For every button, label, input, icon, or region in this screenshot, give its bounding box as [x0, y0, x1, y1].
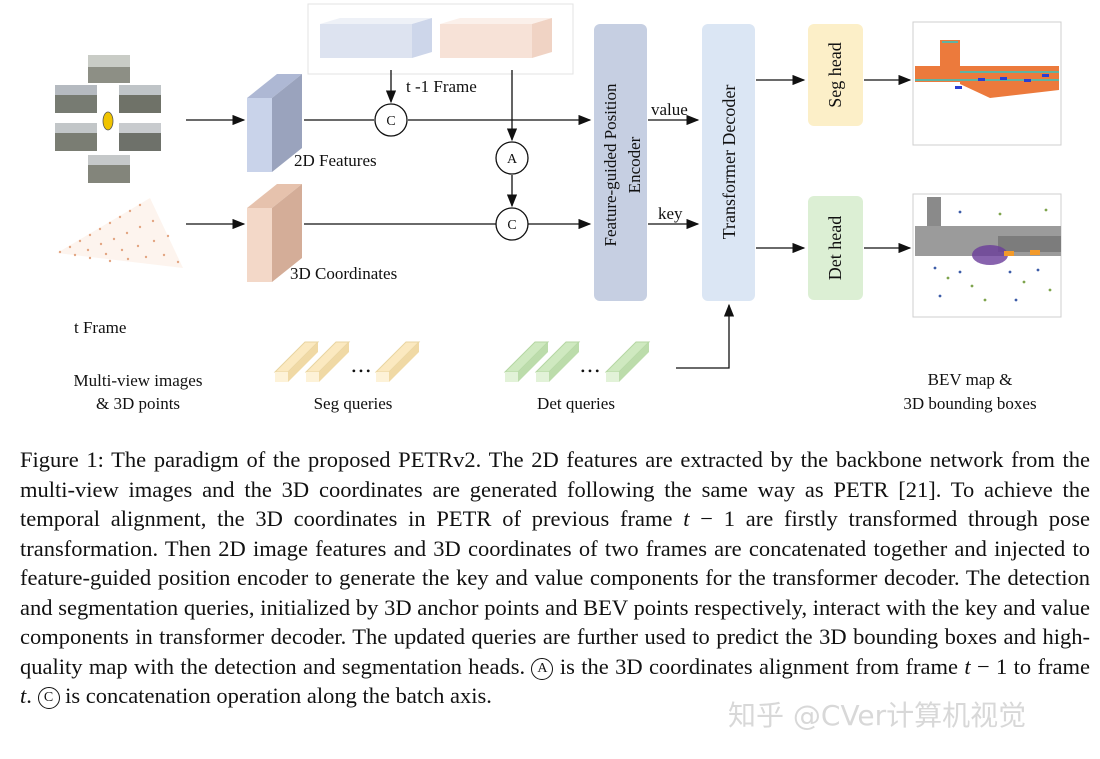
t-1-feature-slab — [320, 18, 432, 24]
ego-car-icon — [102, 111, 114, 131]
arrow-queries-to-decoder — [676, 303, 735, 369]
encoder-label-line1: Feature-guided Position — [601, 83, 620, 246]
key-label: key — [658, 204, 683, 223]
coords-3d-block — [247, 184, 302, 282]
det-queries-label: Det queries — [537, 394, 615, 413]
transformer-decoder-block — [702, 24, 755, 301]
concat-symbol-inline: C — [37, 687, 60, 709]
seg-head-label: Seg head — [825, 42, 845, 107]
svg-text:A: A — [507, 152, 518, 167]
multiview-label-line1: Multi-view images — [74, 371, 203, 390]
concat-op-top — [374, 103, 408, 137]
multiview-label-line2: & 3D points — [96, 394, 180, 413]
value-label: value — [651, 100, 688, 119]
concat-op-bottom — [495, 207, 529, 241]
det-head-label: Det head — [825, 216, 845, 280]
t-1-frame-label: t -1 Frame — [406, 77, 477, 96]
features-2d-block — [247, 74, 302, 172]
petrv2-diagram: t -1 Frame t Frame Multi-view images & 3… — [55, 3, 1062, 413]
align-op — [495, 141, 529, 175]
frustum-points — [57, 198, 183, 268]
svg-text:C: C — [386, 114, 395, 129]
caption-paragraph: Figure 1: The paradigm of the proposed P… — [20, 447, 1090, 709]
t-frame-label: t Frame — [74, 318, 126, 337]
seg-queries — [273, 341, 421, 382]
align-symbol-inline: A — [531, 657, 554, 680]
figure-caption: Figure 1: The paradigm of the proposed P… — [20, 445, 1090, 711]
bev-det-map — [912, 193, 1062, 318]
multi-view-images — [55, 55, 161, 183]
encoder-label-line2: Encoder — [625, 136, 644, 193]
det-queries — [503, 341, 651, 382]
decoder-label: Transformer Decoder — [719, 85, 739, 240]
position-encoder-block — [594, 24, 647, 301]
features-2d-label: 2D Features — [294, 151, 377, 170]
bev-label-line2: 3D bounding boxes — [903, 394, 1036, 413]
seg-queries-ellipsis: • • • — [352, 364, 371, 378]
det-head-block — [808, 196, 863, 300]
coords-3d-label: 3D Coordinates — [290, 264, 397, 283]
bev-label-line1: BEV map & — [928, 370, 1013, 389]
t-1-coord-slab — [440, 18, 552, 24]
seg-head-block — [808, 24, 863, 126]
svg-text:C: C — [507, 218, 516, 233]
seg-queries-label: Seg queries — [314, 394, 393, 413]
det-queries-ellipsis: • • • — [581, 364, 600, 378]
bev-seg-map — [912, 21, 1062, 146]
